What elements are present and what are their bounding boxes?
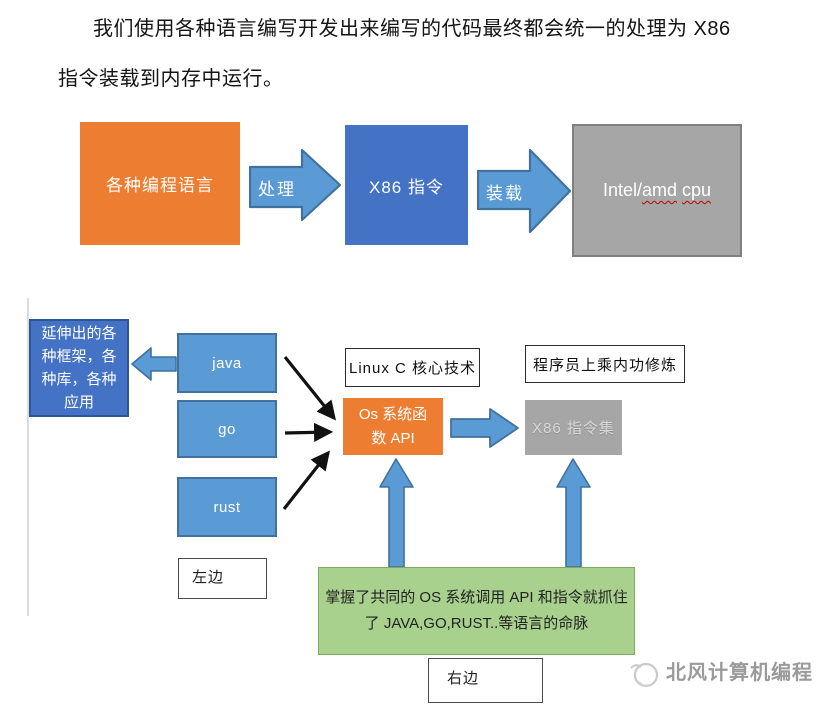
cpu-text-cpu: cpu [682, 180, 712, 200]
frameworks-box: 延伸出的各 种框架，各 种库，各种 应用 [29, 319, 129, 417]
right-arrow-icon [248, 148, 342, 222]
load-arrow-label: 装载 [486, 184, 524, 203]
languages-box-label: 各种编程语言 [106, 176, 214, 195]
os-to-x86-arrow-icon [450, 407, 520, 449]
cpu-text-amd: amd [641, 180, 677, 200]
up-arrow-right-icon [556, 458, 591, 568]
rust-box-label: rust [213, 498, 241, 516]
go-box: go [177, 400, 277, 458]
page-margin-line [27, 298, 29, 616]
left-side-label-box: 左边 [178, 558, 267, 599]
converging-arrows-icon [280, 345, 352, 520]
os-api-label: Os 系统函 数 API [358, 405, 428, 447]
x86-set-label: X86 指令集 [532, 420, 615, 437]
x86-set-box: X86 指令集 [525, 400, 622, 455]
load-arrow: 装载 [476, 148, 572, 234]
master-skill-box: 程序员上乘内功修炼 [525, 345, 685, 383]
cpu-box: Intel/amd cpu [572, 124, 742, 257]
right-side-label-box: 右边 [428, 658, 543, 703]
process-arrow: 处理 [248, 148, 342, 222]
x86-instructions-box: X86 指令 [345, 125, 468, 245]
java-box-label: java [212, 354, 242, 372]
master-skill-label: 程序员上乘内功修炼 [532, 356, 677, 374]
intro-line-1: 我们使用各种语言编写开发出来编写的代码最终都会统一的处理为 X86 [93, 18, 731, 40]
right-arrow-icon [476, 148, 572, 234]
languages-box: 各种编程语言 [80, 122, 240, 245]
process-arrow-label: 处理 [258, 180, 296, 199]
os-api-box: Os 系统函 数 API [343, 398, 443, 455]
cpu-text-prefix: Intel/ [602, 180, 642, 200]
summary-green-box: 掌握了共同的 OS 系统调用 API 和指令就抓住 了 JAVA,GO,RUST… [318, 567, 635, 655]
intro-line-2: 指令装载到内存中运行。 [58, 68, 284, 90]
watermark-text: 北风计算机编程 [666, 662, 813, 684]
frameworks-box-label: 延伸出的各 种框架，各 种库，各种 应用 [41, 325, 117, 411]
left-arrow-icon [131, 347, 177, 381]
summary-green-text: 掌握了共同的 OS 系统调用 API 和指令就抓住 了 JAVA,GO,RUST… [325, 589, 628, 632]
left-side-label: 左边 [192, 569, 225, 586]
up-arrow-left-icon [379, 458, 414, 568]
cpu-box-label: Intel/amd cpu [603, 180, 711, 201]
x86-instructions-label: X86 指令 [369, 177, 444, 197]
wind-logo-icon [627, 656, 663, 692]
linux-core-box: Linux C 核心技术 [345, 348, 480, 387]
go-box-label: go [218, 420, 236, 438]
java-box: java [177, 333, 277, 393]
rust-box: rust [177, 477, 277, 537]
linux-core-label: Linux C 核心技术 [348, 360, 477, 377]
right-side-label: 右边 [447, 670, 480, 687]
